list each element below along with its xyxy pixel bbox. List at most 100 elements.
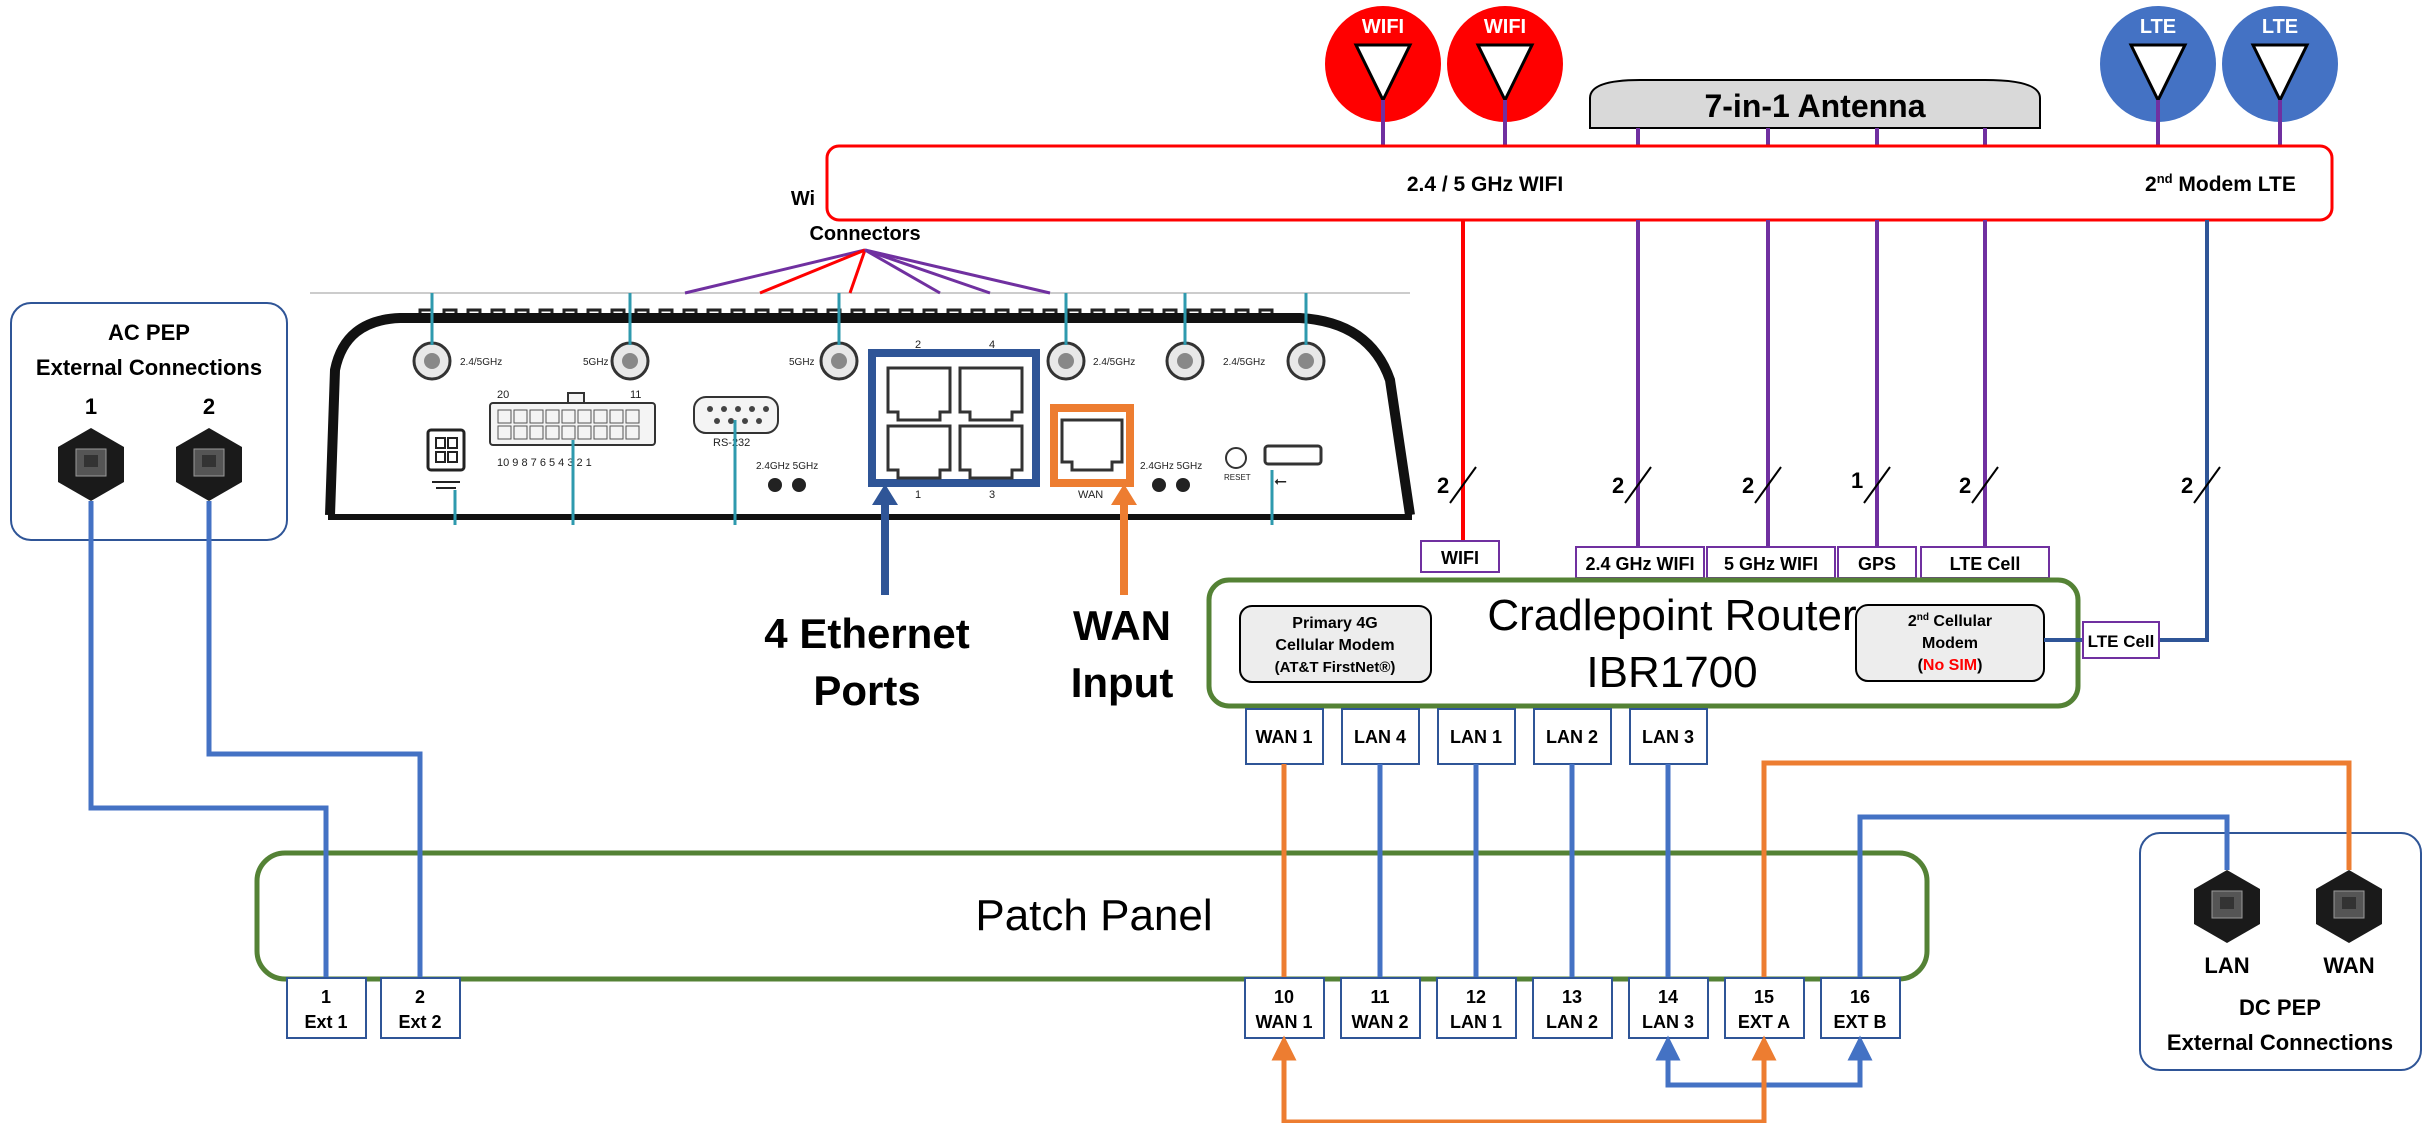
led-left-1 [768, 478, 782, 492]
mount-bar-modem-label: 2nd Modem LTE [2145, 171, 2296, 196]
pp-port-1-num: 1 [321, 987, 331, 1007]
serial-label: RS-232 [713, 437, 750, 449]
cable-count-wifi5: 2 [1742, 473, 1754, 498]
cable-count-wifi24: 2 [1612, 473, 1624, 498]
led-right-1 [1152, 478, 1166, 492]
wifi-connector-fan-lines [684, 248, 1051, 295]
primary-modem-line2: Cellular Modem [1275, 637, 1394, 654]
ethernet-callout: 4 Ethernet Ports [764, 484, 970, 714]
pp-port-14-label: LAN 3 [1642, 1012, 1694, 1032]
dc-pep-title-line2: External Connections [2167, 1030, 2393, 1055]
pp-port-2-num: 2 [415, 987, 425, 1007]
antenna-label-1: 2.4/5GHz [460, 357, 502, 368]
cable-count-modem2: 2 [2181, 473, 2193, 498]
led-left-2 [792, 478, 806, 492]
port-box-gps [1837, 546, 1917, 579]
loop-wan1-exta [1271, 1035, 1777, 1125]
pp-port-14-num: 14 [1658, 987, 1678, 1007]
antenna-mount-bar: 2.4 / 5 GHz WIFI 2nd Modem LTE [825, 144, 2334, 222]
cable-extb-dclan [1857, 814, 2230, 978]
router: Cradlepoint Router IBR1700 Primary 4G Ce… [1206, 577, 2081, 709]
ac-pep-port-label-1: 1 [85, 394, 97, 419]
dc-pep-port-label-lan: LAN [2204, 953, 2249, 978]
second-modem-line2: Modem [1922, 635, 1978, 652]
router-port-lan4: LAN 4 [1354, 727, 1406, 747]
pp-port-12-box [1436, 977, 1517, 1039]
antenna-label-5: 2.4/5GHz [1223, 357, 1265, 368]
wan-callout: WAN Input [1071, 484, 1174, 706]
seven-in-one-label: 7-in-1 Antenna [1704, 88, 1925, 124]
ac-pep-jack-1 [58, 428, 124, 501]
cable-exta-dcwan [1761, 760, 2352, 978]
cable-count-labels: 2 2 2 1 2 2 [1437, 468, 2193, 498]
antenna-connector-2 [610, 341, 650, 381]
router-title-line2: IBR1700 [1586, 648, 1757, 697]
wan-callout-line2: Input [1071, 659, 1174, 706]
pp-port-12-label: LAN 1 [1450, 1012, 1502, 1032]
antenna-label-4: 2.4/5GHz [1093, 357, 1135, 368]
device-housing [325, 313, 1415, 516]
power-connector [426, 428, 466, 489]
router-port-lan2: LAN 2 [1546, 727, 1598, 747]
lte-antenna-left-label: LTE [2140, 16, 2176, 38]
pp-port-2-box [380, 977, 461, 1039]
cable-ac1-ext1 [88, 501, 329, 978]
router-port-lan1: LAN 1 [1450, 727, 1502, 747]
ethernet-highlight-box [868, 349, 1040, 487]
router-port-lan4-box [1341, 708, 1420, 765]
pp-port-11-num: 11 [1370, 987, 1389, 1007]
antenna-connector-4 [1046, 341, 1086, 381]
lte-antenna-right: LTE [2222, 6, 2338, 122]
wifi-antenna-left-label: WIFI [1362, 16, 1404, 38]
pp-port-16-label: EXT B [1833, 1012, 1886, 1032]
usb-port [1263, 444, 1323, 466]
patch-cables [88, 501, 2352, 978]
pp-port-2-label: Ext 2 [398, 1012, 441, 1032]
antenna-connector-5 [1165, 341, 1205, 381]
antenna-label-2: 5GHz [583, 357, 609, 368]
eth-number-3: 3 [989, 489, 995, 501]
wan-port-label: WAN [1078, 489, 1103, 501]
led-label-right: 2.4GHz 5GHz [1140, 461, 1202, 472]
wifi-antenna-left: WIFI [1325, 6, 1441, 122]
ac-pep: AC PEP External Connections 1 2 [10, 302, 288, 541]
primary-modem-line1: Primary 4G [1292, 615, 1377, 632]
router-port-lan2-box [1533, 708, 1612, 765]
serial-port [693, 396, 779, 434]
reset-label: RESET [1224, 473, 1251, 482]
usb-icon: ⭠ [1274, 473, 1287, 490]
dc-pep-title-line1: DC PEP [2239, 995, 2321, 1020]
port-label-lte-right: LTE Cell [2088, 632, 2155, 651]
ac-pep-port-label-2: 2 [203, 394, 215, 419]
eth-number-1: 1 [915, 489, 921, 501]
wan-highlight-box [1050, 404, 1134, 487]
second-modem-box [1855, 604, 2045, 682]
terminal-label-bottom: 10 9 8 7 6 5 4 3 2 1 [497, 457, 592, 469]
terminal-label-11: 11 [630, 389, 641, 401]
second-modem-line3: (No SIM) [1918, 657, 1983, 674]
primary-modem-line3: (AT&T FirstNet®) [1275, 659, 1396, 676]
ac-pep-jack-2 [176, 428, 242, 501]
router-bottom-ports: WAN 1 LAN 4 LAN 1 LAN 2 LAN 3 [1245, 708, 1708, 765]
dc-pep-port-label-wan: WAN [2323, 953, 2374, 978]
cable-ac2-ext2 [206, 501, 423, 978]
device-back-panel: 2.4/5GHz 5GHz 5GHz 2.4/5GHz 2.4/5GHz 20 … [310, 188, 1415, 525]
cable-slash-marks [1449, 466, 2221, 504]
pp-port-14-box [1628, 977, 1709, 1039]
reset-button-hole [1225, 447, 1247, 469]
ethernet-ports-group [868, 349, 1040, 487]
wan-port-group [1050, 404, 1134, 487]
eth-number-4: 4 [989, 339, 995, 351]
antenna-connector-3 [819, 341, 859, 381]
cable-count-wifi: 2 [1437, 473, 1449, 498]
mount-bar-wifi-label: 2.4 / 5 GHz WIFI [1407, 173, 1563, 196]
port-box-lte-right [2082, 621, 2160, 659]
pp-port-16-box [1820, 977, 1901, 1039]
port-box-wifi [1420, 540, 1500, 573]
seven-in-one-antenna: 7-in-1 Antenna [1589, 79, 2041, 129]
pp-port-13-num: 13 [1562, 987, 1582, 1007]
antenna-label-3: 5GHz [789, 357, 815, 368]
terminal-label-20: 20 [497, 389, 509, 401]
